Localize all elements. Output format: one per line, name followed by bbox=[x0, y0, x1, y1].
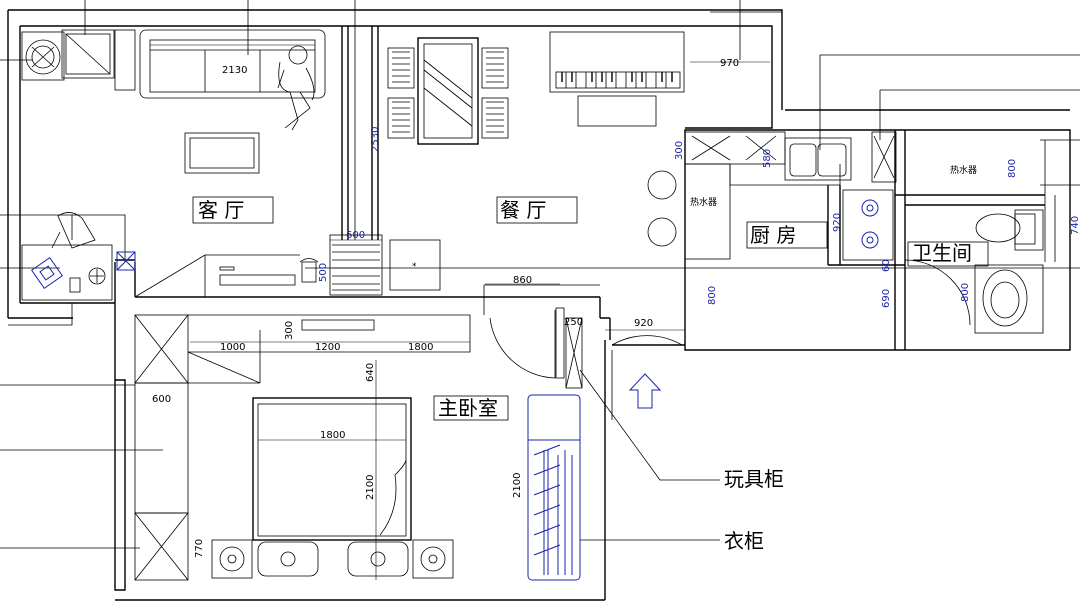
dim-920-k: 920 bbox=[832, 213, 843, 232]
bed: 1800 640 2100 bbox=[252, 360, 412, 580]
callout-toy-cabinet: 玩具柜 bbox=[724, 467, 784, 491]
dim-580: 580 bbox=[762, 149, 773, 168]
dim-2100-ward: 2100 bbox=[512, 473, 523, 498]
study-corner bbox=[21, 212, 126, 301]
dim-600-tv: 600 bbox=[346, 230, 365, 241]
column bbox=[116, 251, 136, 271]
corridor: 860 250 920 bbox=[485, 275, 685, 420]
label-living: 客 厅 bbox=[198, 198, 244, 222]
interior-walls bbox=[341, 26, 1045, 350]
person-figure bbox=[277, 45, 315, 131]
dim-800-wc: 800 bbox=[960, 283, 971, 302]
svg-text:热水器: 热水器 bbox=[690, 196, 717, 208]
dim-250: 250 bbox=[564, 317, 583, 328]
nightstands bbox=[211, 539, 454, 579]
washing-machine bbox=[61, 29, 115, 79]
dim-300-k: 300 bbox=[674, 141, 685, 160]
label-dining: 餐 厅 bbox=[500, 198, 546, 222]
dim-2130: 2130 bbox=[222, 65, 247, 76]
callout-wardrobe: 衣柜 bbox=[724, 529, 764, 553]
label-master-bedroom: 主卧室 bbox=[438, 396, 498, 420]
label-bathroom: 卫生间 bbox=[912, 241, 972, 265]
dim-860: 860 bbox=[513, 275, 532, 286]
label-water-heater: 热水器 bbox=[950, 164, 977, 176]
dim-970: 970 bbox=[720, 58, 739, 69]
coffee-table bbox=[184, 132, 260, 174]
label-kitchen: 厨 房 bbox=[750, 223, 796, 247]
dim-1800-top: 1800 bbox=[408, 342, 433, 353]
fridge bbox=[389, 239, 441, 291]
dim-500: 500 bbox=[318, 263, 329, 282]
exterior-walls bbox=[7, 9, 1071, 601]
dim-2530: 2530 bbox=[370, 127, 381, 152]
bathroom-fixtures: 热水器 bbox=[904, 140, 1056, 334]
dining-table bbox=[387, 37, 509, 145]
dim-690: 690 bbox=[881, 289, 892, 308]
svg-text:*: * bbox=[412, 262, 417, 272]
dim-920-corr: 920 bbox=[634, 318, 653, 329]
dim-800-bath: 800 bbox=[1007, 159, 1018, 178]
dim-1800-bed: 1800 bbox=[320, 430, 345, 441]
cabinet bbox=[114, 29, 136, 91]
dim-60: 60 bbox=[881, 259, 892, 272]
entrance-arrow-icon bbox=[628, 373, 662, 409]
dim-800-k: 800 bbox=[707, 286, 718, 305]
dim-2100-bed: 2100 bbox=[365, 475, 376, 500]
tv-cabinet: 600 500 * bbox=[134, 230, 441, 298]
dim-300-b: 300 bbox=[284, 321, 295, 340]
dim-600-left: 600 bbox=[152, 394, 171, 405]
kitchen-counter: 热水器 bbox=[647, 131, 897, 261]
dim-640: 640 bbox=[365, 363, 376, 382]
air-conditioner bbox=[21, 31, 65, 81]
telephone-icon bbox=[299, 258, 319, 283]
piano bbox=[549, 31, 685, 127]
leader-lines bbox=[0, 0, 1080, 549]
dim-770: 770 bbox=[194, 539, 205, 558]
sofa: 2130 bbox=[139, 29, 326, 99]
bedroom-cabinets: 1000 1200 1800 300 600 770 bbox=[134, 314, 471, 581]
wardrobe: 2100 bbox=[512, 394, 581, 581]
dim-740: 740 bbox=[1070, 216, 1080, 235]
dim-1200: 1200 bbox=[315, 342, 340, 353]
dim-1000: 1000 bbox=[220, 342, 245, 353]
